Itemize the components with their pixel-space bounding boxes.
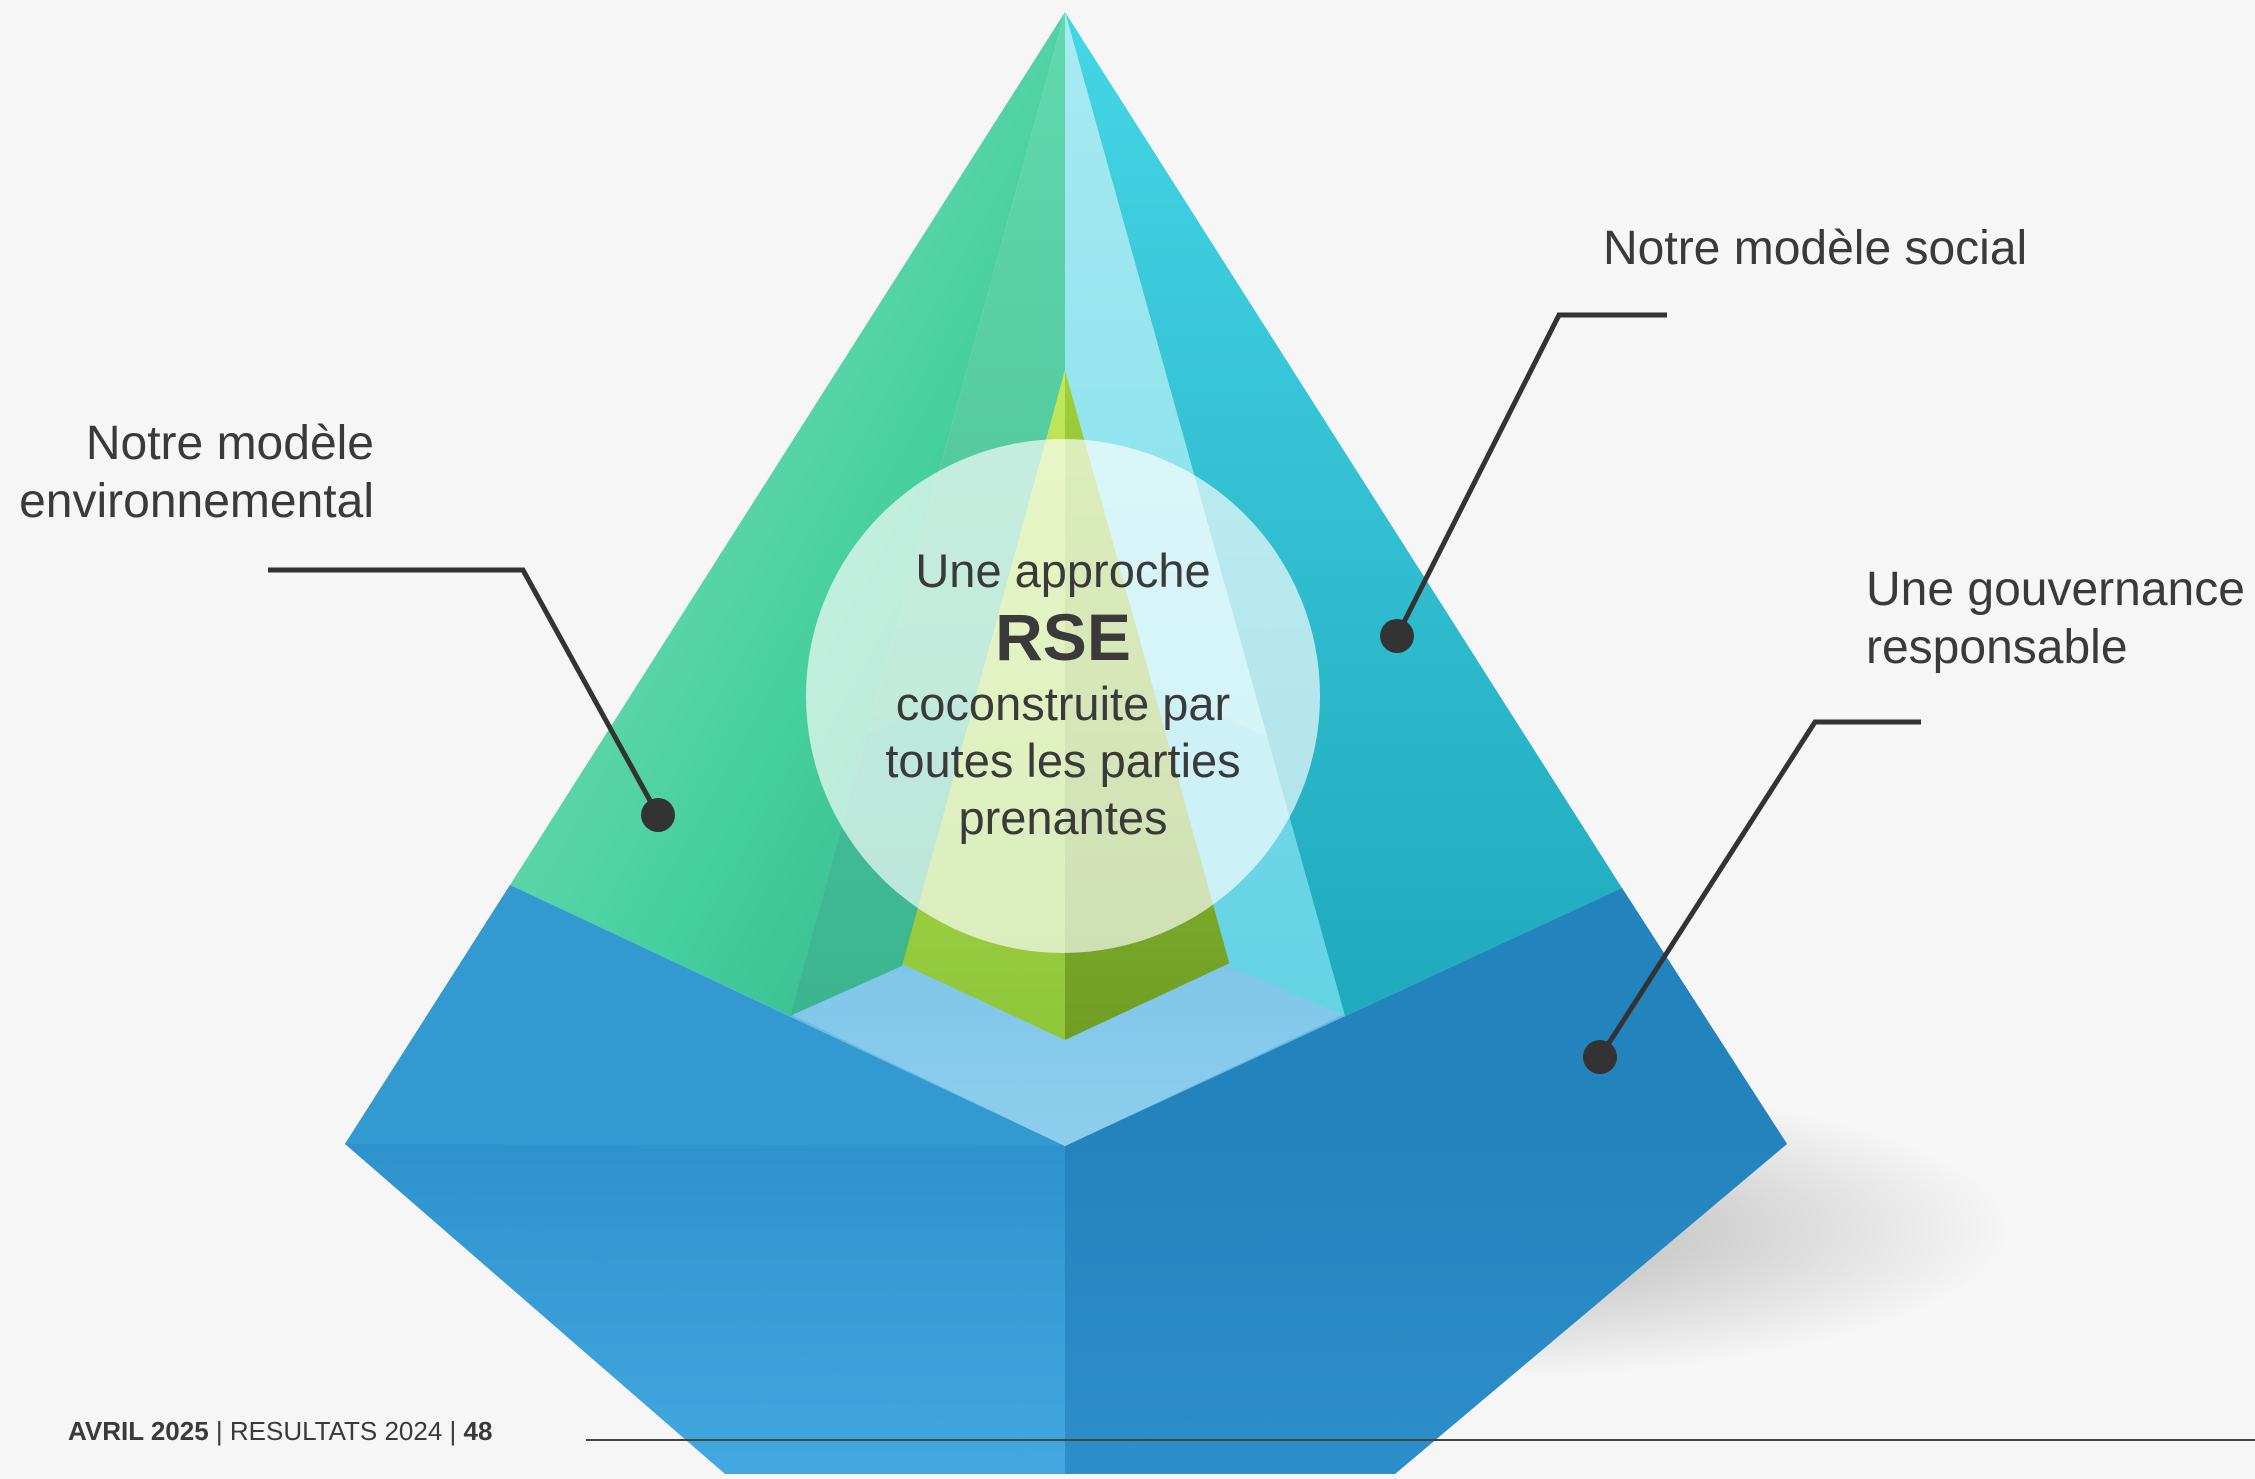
footer-separator1: | [208,1416,230,1446]
footer-title: RESULTATS 2024 [229,1416,443,1446]
callout-dot-social [1380,619,1414,653]
label-social: Notre modèle social [1603,220,2123,278]
callout-dot-governance [1583,1040,1617,1074]
footer-date: AVRIL 2025 [68,1416,209,1446]
label-environment: Notre modèle environnemental [0,415,374,531]
label-social-text: Notre modèle social [1603,222,2028,275]
center-rse: RSE [995,600,1131,674]
label-environment-line2: environnemental [19,475,374,528]
label-governance-line1: Une gouvernance [1866,563,2245,616]
label-governance-line2: responsable [1866,621,2128,674]
center-text: Une approche RSE coconstruite par toutes… [806,542,1320,846]
center-circle [806,439,1320,953]
center-line1: Une approche [915,544,1211,597]
callout-line-social [1394,312,1667,638]
callout-line-governance [1597,719,1921,1059]
callout-line-environment [268,567,661,817]
base-front-right-dark [1065,1144,1787,1474]
base-front-left-light [345,1144,1065,1474]
label-governance: Une gouvernance responsable [1866,561,2255,677]
center-line3: coconstruite par [895,677,1231,730]
footer: AVRIL 2025 | RESULTATS 2024 | 48 [68,1416,492,1447]
callout-dot-environment [641,798,675,832]
label-environment-line1: Notre modèle [85,417,374,470]
footer-separator2: | [442,1416,464,1446]
teal-outer-face [1065,12,1622,1016]
center-line4: toutes les parties [885,734,1241,787]
footer-page-number: 48 [463,1416,493,1446]
green-outer-face [510,12,1065,1016]
center-line5: prenantes [958,791,1168,844]
